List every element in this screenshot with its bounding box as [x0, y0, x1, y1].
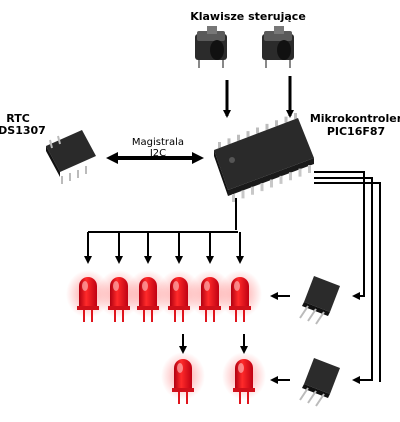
rtc-chip	[46, 130, 96, 184]
buttons-label: Klawisze sterujące	[190, 10, 306, 23]
upper-led-row	[66, 270, 262, 322]
push-button-2	[262, 26, 294, 68]
red-led	[222, 352, 266, 404]
mcu-pin	[298, 168, 302, 177]
mcu-pin	[294, 113, 297, 119]
bus-label-line1: Magistrala	[132, 137, 184, 148]
red-led	[157, 270, 201, 322]
mcu-pin	[237, 134, 240, 141]
mcu-pin	[275, 120, 278, 127]
mcu-pin	[246, 131, 250, 138]
mcu-pin	[251, 186, 254, 195]
mcu-pin	[232, 194, 235, 202]
red-led	[218, 270, 262, 322]
transistor-1	[299, 276, 340, 325]
mcu-pin	[289, 172, 292, 181]
push-button-1	[195, 26, 227, 68]
mcu-pin	[218, 142, 221, 148]
lower-led-row	[161, 352, 266, 404]
mcu-pin	[284, 116, 288, 123]
mcu-pin	[279, 175, 283, 184]
mcu-pin	[227, 138, 231, 145]
rtc-label-line1: RTC	[6, 112, 30, 125]
red-led	[161, 352, 205, 404]
mcu-label-line1: Mikrokontroler	[310, 112, 400, 125]
mcu-pin	[270, 179, 273, 188]
mcu-label-line2: PIC16F87	[327, 125, 385, 138]
rtc-label-line2: DS1307	[0, 124, 46, 137]
mcu-pin	[308, 165, 311, 173]
red-led	[66, 270, 110, 322]
transistor-wires	[314, 171, 381, 384]
mcu-pin	[260, 183, 264, 192]
red-led	[126, 270, 170, 322]
mcu-pin	[265, 123, 269, 130]
microcontroller-chip	[214, 113, 314, 202]
mcu-pin	[256, 127, 259, 134]
led-distribution-wires	[84, 198, 244, 264]
mcu-pin	[241, 190, 245, 199]
transistor-2	[299, 358, 340, 407]
